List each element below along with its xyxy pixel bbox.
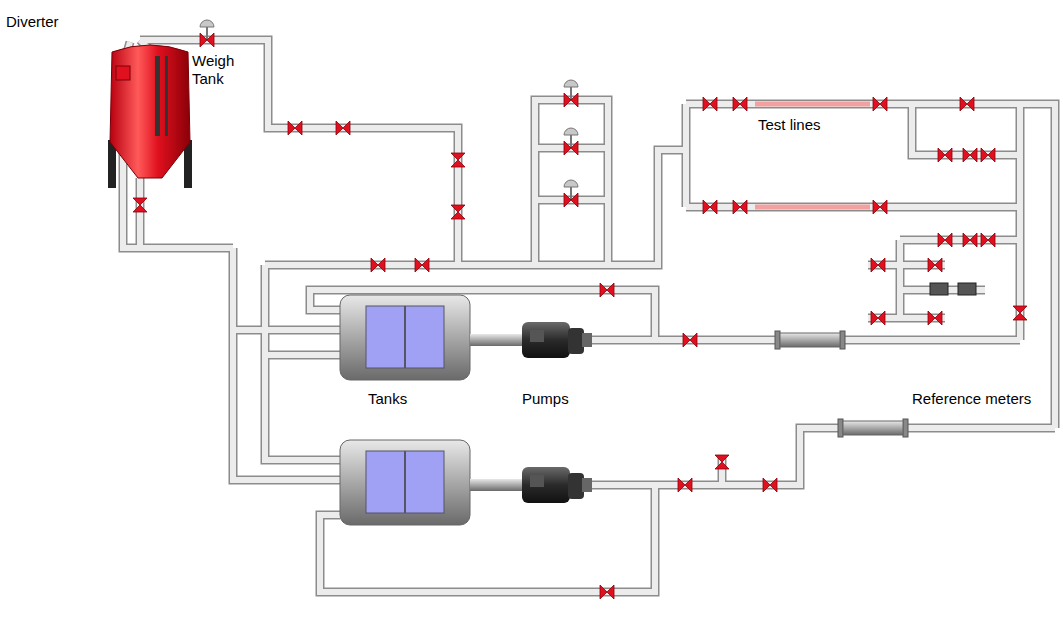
pipe-bore — [265, 352, 340, 358]
part-label: Weigh Tank — [192, 52, 242, 88]
valve — [564, 193, 578, 207]
valve — [336, 121, 350, 135]
valve — [871, 258, 885, 272]
valve — [715, 455, 729, 469]
pipe — [1016, 104, 1025, 340]
valve — [928, 311, 942, 325]
diverter-box — [116, 66, 130, 80]
tank-window — [366, 306, 444, 368]
valve — [733, 97, 747, 111]
pump — [470, 467, 592, 503]
pipe — [682, 104, 691, 207]
pipe — [912, 104, 1020, 155]
pipe-bore — [686, 104, 1055, 428]
valve — [564, 93, 578, 107]
valve — [938, 233, 952, 247]
pipe-bore — [683, 104, 689, 207]
valve-actuator — [200, 20, 214, 27]
pipe — [590, 428, 1055, 485]
pipe — [900, 236, 1020, 245]
pipe-bore — [137, 178, 143, 248]
valve — [371, 258, 385, 272]
valve — [960, 97, 974, 111]
actuator-stem — [206, 26, 208, 40]
pipe-bore — [897, 240, 903, 318]
tank-window — [366, 451, 444, 513]
valve-actuator — [564, 80, 578, 87]
meter-flange — [903, 419, 908, 437]
valve — [928, 258, 942, 272]
valve — [200, 33, 214, 47]
part-label: Diverter — [6, 13, 59, 31]
valve — [133, 198, 147, 212]
part-label: Reference meters — [910, 390, 1033, 408]
part-label: Pumps — [522, 390, 569, 408]
reference-meter — [780, 333, 840, 347]
pipe — [233, 248, 340, 480]
weigh-tank — [110, 45, 190, 178]
valve — [871, 311, 885, 325]
pipe-bore — [265, 265, 340, 460]
supply-tank — [340, 295, 470, 380]
valve — [981, 233, 995, 247]
small-meter — [930, 283, 948, 295]
pipe-bore — [535, 100, 608, 265]
valve — [963, 148, 977, 162]
pipe — [265, 150, 686, 265]
pipe — [233, 326, 340, 335]
valve — [678, 478, 692, 492]
valve — [600, 283, 614, 297]
valve-actuator — [564, 128, 578, 135]
valve — [451, 205, 465, 219]
pipe — [535, 100, 608, 265]
pipe-bore — [233, 327, 340, 333]
pipe-bore — [1017, 104, 1023, 340]
valve — [873, 200, 887, 214]
part-label: Test lines — [758, 116, 821, 134]
tank-sight-glass — [165, 56, 168, 136]
valve — [703, 97, 717, 111]
pipe-bore — [265, 150, 686, 265]
valve — [1013, 306, 1027, 320]
valve — [938, 148, 952, 162]
valve — [683, 333, 697, 347]
test-section — [755, 102, 870, 107]
pipe — [265, 351, 340, 360]
valve — [763, 478, 777, 492]
supply-tank — [340, 440, 470, 525]
pipe-bore — [233, 248, 340, 480]
pipe — [896, 240, 905, 318]
pipe-bore — [912, 104, 1020, 155]
actuator-stem — [570, 186, 572, 200]
valve — [451, 153, 465, 167]
valve — [288, 121, 302, 135]
actuator-stem — [570, 134, 572, 148]
valve — [963, 233, 977, 247]
pipe — [686, 104, 1055, 428]
pipe — [136, 178, 145, 248]
reference-meter — [843, 421, 903, 435]
valve — [981, 148, 995, 162]
actuator-stem — [570, 86, 572, 100]
meter-flange — [775, 331, 780, 349]
valve — [600, 585, 614, 599]
meter-flange — [838, 419, 843, 437]
pump — [470, 322, 592, 358]
pipe-bore — [590, 428, 1055, 485]
valve — [733, 200, 747, 214]
valve — [703, 200, 717, 214]
valve — [873, 97, 887, 111]
small-meter — [958, 283, 976, 295]
tank-sight-glass — [155, 56, 160, 136]
valve — [564, 141, 578, 155]
valve — [415, 258, 429, 272]
test-section — [755, 205, 870, 210]
meter-flange — [840, 331, 845, 349]
valve-actuator — [564, 180, 578, 187]
pipe-bore — [900, 237, 1020, 243]
part-label: Tanks — [368, 390, 407, 408]
